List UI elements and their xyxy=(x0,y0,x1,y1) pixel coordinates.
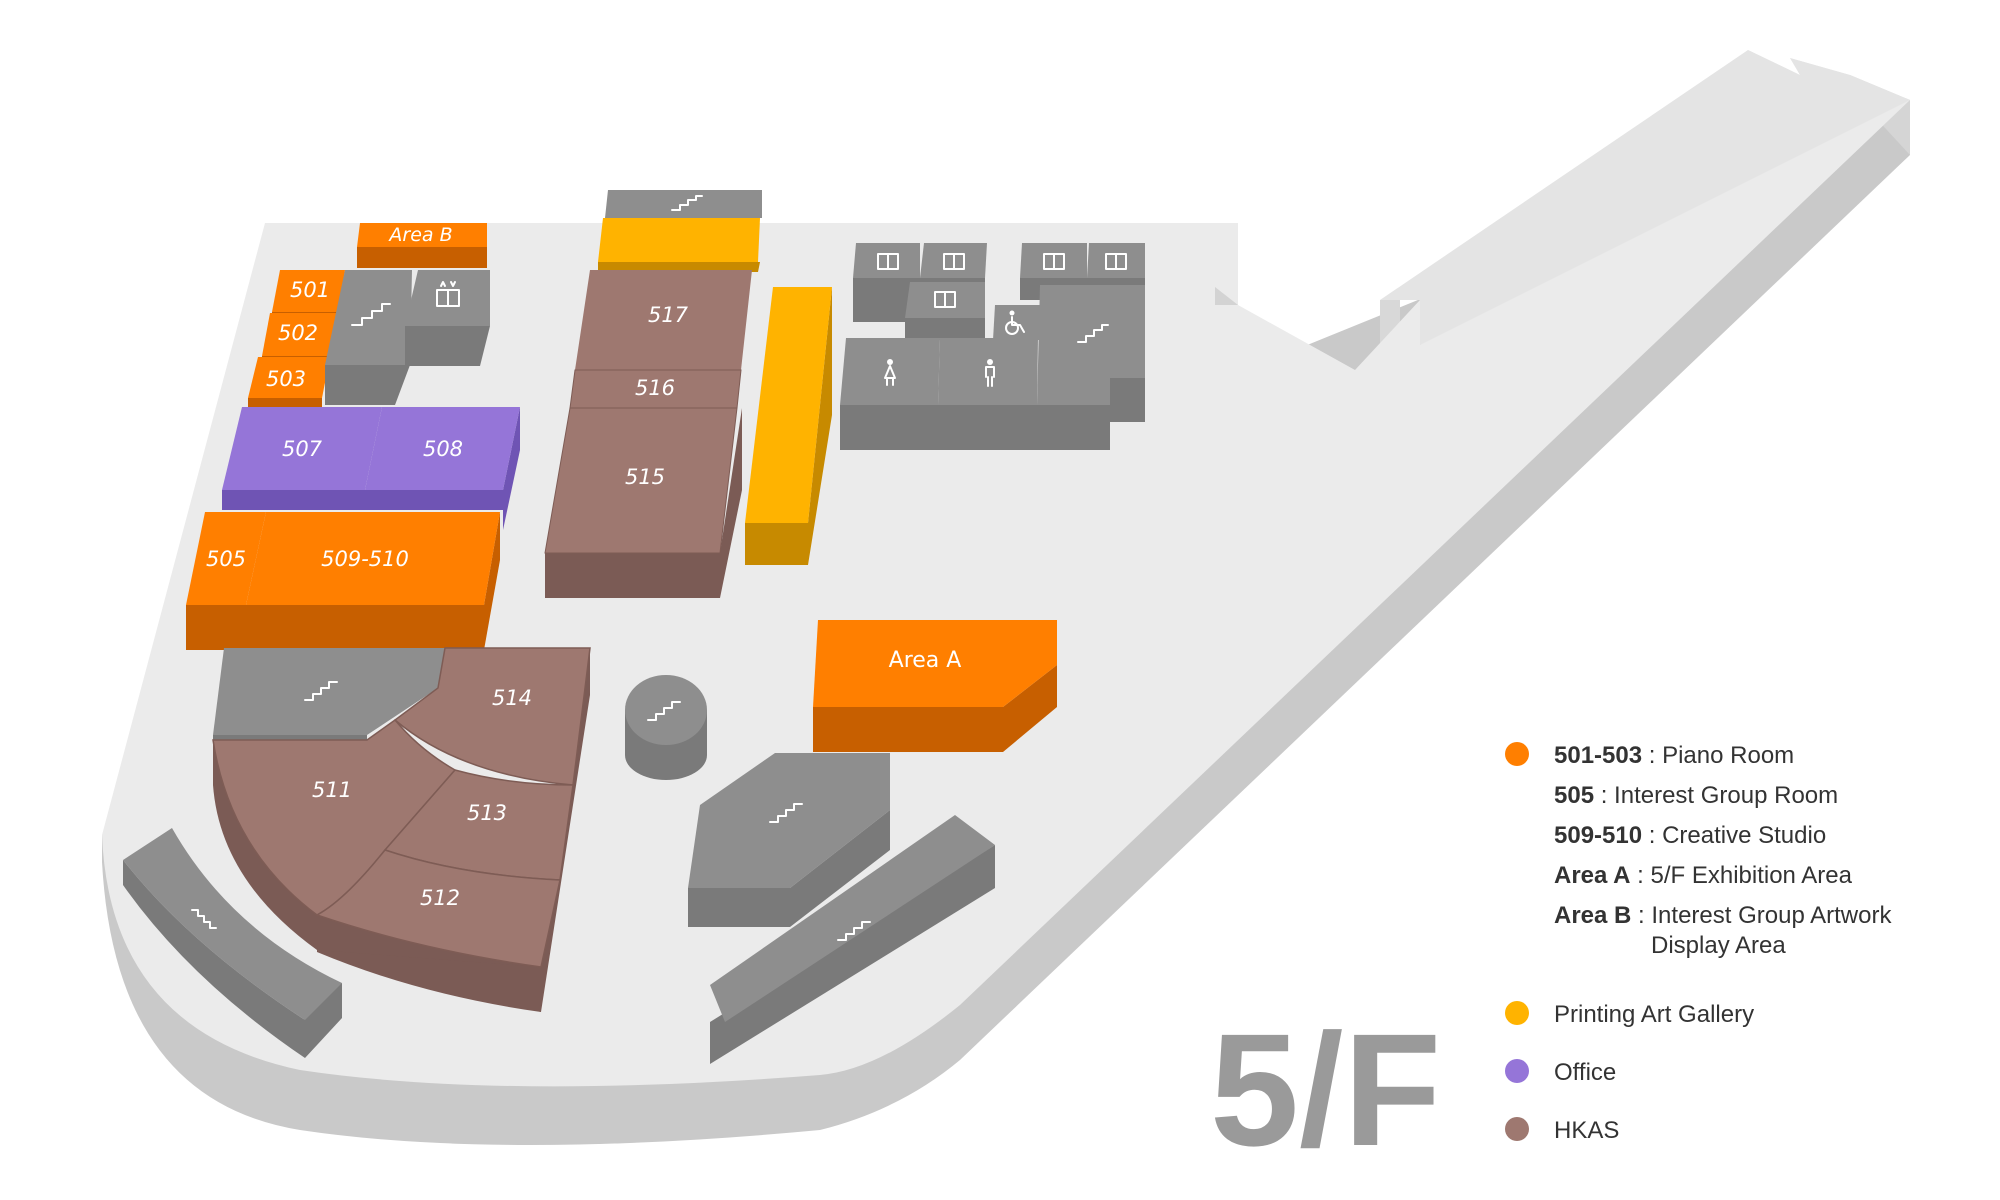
legend-item-creative-studio: 509-510 : Creative Studio xyxy=(1554,822,1826,849)
female-toilet-block xyxy=(840,338,940,450)
room-515-label: 515 xyxy=(625,465,665,489)
stairs-icon xyxy=(837,921,871,941)
lift-icon xyxy=(934,291,956,308)
legend-item-printing-art-gallery: Printing Art Gallery xyxy=(1554,1001,1754,1028)
room-517[interactable]: 517 xyxy=(575,270,752,370)
room-516-label: 516 xyxy=(635,376,675,400)
room-508-label: 508 xyxy=(423,437,463,461)
room-511-label: 511 xyxy=(312,778,352,802)
room-503[interactable]: 503 xyxy=(248,357,330,408)
stairs-icon xyxy=(351,303,391,326)
legend-item-artwork-display-area-line2: Display Area xyxy=(1651,932,1786,959)
legend-item-exhibition-area: Area A : 5/F Exhibition Area xyxy=(1554,862,1853,889)
accessible-toilet-block xyxy=(993,305,1040,340)
legend-item-hkas: HKAS xyxy=(1554,1117,1619,1144)
legend-item-interest-group-room: 505 : Interest Group Room xyxy=(1554,782,1838,809)
legend-swatch-printing-art-gallery xyxy=(1505,1001,1529,1025)
stairs-icon xyxy=(647,701,681,721)
lift-cluster-5 xyxy=(1087,243,1145,290)
printing-art-gallery-north[interactable] xyxy=(598,218,760,272)
legend-swatch-office xyxy=(1505,1059,1529,1083)
lift-icon xyxy=(1043,253,1065,270)
male-toilet-icon xyxy=(985,359,995,387)
room-505-label: 505 xyxy=(206,547,246,571)
room-517-label: 517 xyxy=(648,303,689,327)
room-509-510-label: 509-510 xyxy=(321,547,409,571)
stairs-block-south xyxy=(688,753,890,927)
legend-item-artwork-display-area: Area B : Interest Group Artwork xyxy=(1554,902,1892,929)
printing-art-gallery-strip[interactable] xyxy=(745,287,832,565)
room-507-label: 507 xyxy=(282,437,323,461)
area-b[interactable]: Area B xyxy=(357,223,487,268)
lift-cluster-3 xyxy=(905,282,985,340)
area-b-label: Area B xyxy=(387,224,452,246)
stairs-block-west xyxy=(213,648,445,740)
room-516[interactable]: 516 xyxy=(569,369,742,409)
male-toilet-block xyxy=(938,338,1038,450)
legend: 501-503 : Piano Room 505 : Interest Grou… xyxy=(1505,742,1892,1144)
stairs-block-north-west xyxy=(325,270,412,405)
accessible-toilet-icon xyxy=(1005,310,1025,335)
room-515[interactable]: 515 xyxy=(544,407,742,598)
room-508[interactable]: 508 xyxy=(365,407,520,530)
room-503-label: 503 xyxy=(266,367,306,391)
stairs-block-north xyxy=(605,190,762,218)
area-a-label: Area A xyxy=(889,648,962,673)
stairs-icon xyxy=(769,803,803,823)
stairs-block-south-east xyxy=(710,815,995,1064)
lift-cluster-1 xyxy=(853,243,920,322)
stairs-icon xyxy=(304,681,338,701)
stairs-icon xyxy=(671,195,703,211)
legend-item-piano-room: 501-503 : Piano Room xyxy=(1554,742,1794,769)
room-502-label: 502 xyxy=(278,321,318,345)
room-507[interactable]: 507 xyxy=(222,407,382,510)
stairs-icon xyxy=(1077,324,1109,343)
stairs-icon xyxy=(191,909,217,929)
lift-icon xyxy=(943,253,965,270)
lift-icon xyxy=(877,253,899,270)
stairs-block-south-west xyxy=(123,828,342,1058)
lift-icon xyxy=(1105,253,1127,270)
female-toilet-icon xyxy=(884,359,896,386)
room-513-label: 513 xyxy=(467,801,507,825)
room-501-label: 501 xyxy=(290,278,330,302)
area-a[interactable]: Area A xyxy=(813,620,1057,752)
legend-swatch-hkas xyxy=(1505,1117,1529,1141)
legend-swatch-piano-room xyxy=(1505,742,1529,766)
room-512-label: 512 xyxy=(420,886,460,910)
room-505[interactable]: 505 xyxy=(186,512,266,650)
room-512[interactable]: 512 xyxy=(315,849,561,968)
lift-block-north-west xyxy=(405,270,490,366)
room-514-label: 514 xyxy=(492,686,532,710)
stairs-block-north-east xyxy=(1037,285,1145,450)
room-509-510[interactable]: 509-510 xyxy=(246,512,500,650)
legend-item-office: Office xyxy=(1554,1059,1616,1086)
lift-icon xyxy=(436,281,460,307)
floor-label: 5/F xyxy=(1210,1000,1441,1179)
stairs-column xyxy=(625,675,707,780)
